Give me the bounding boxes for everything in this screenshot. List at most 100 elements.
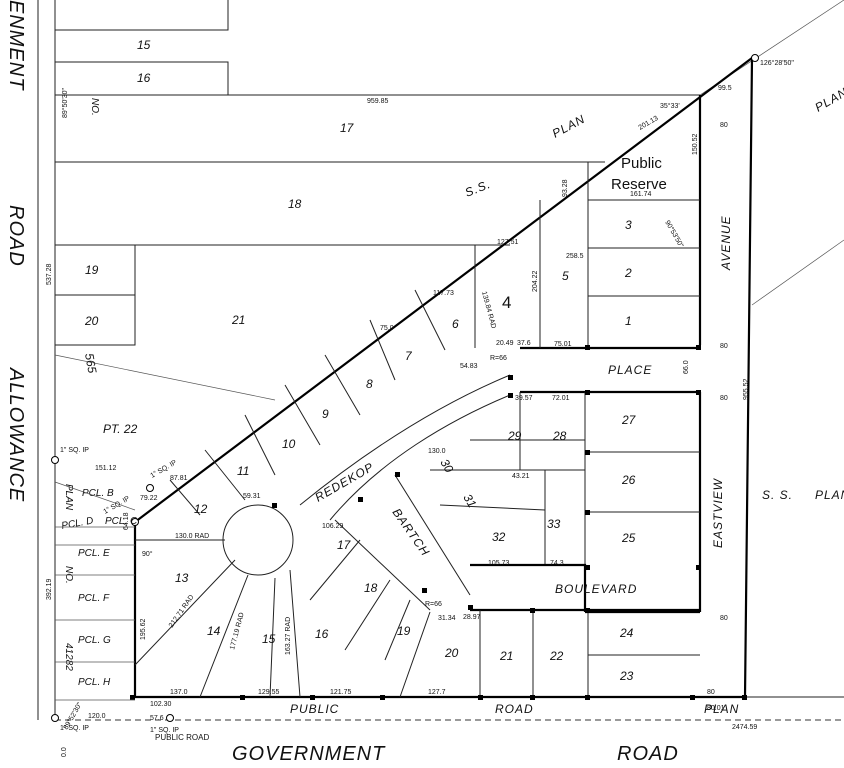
dim-75-0: 75.0 [380, 325, 394, 332]
outer-lot-19: 19 [85, 263, 99, 277]
dim-137-0: 137.0 [170, 689, 188, 696]
dim-75-01: 75.01 [554, 341, 572, 348]
lot-10: 10 [282, 437, 296, 451]
lot-26: 26 [621, 473, 636, 487]
lot16-outline [55, 61, 229, 95]
lot-33: 33 [547, 517, 561, 531]
dim-1sq-d: 1" SQ. IP [60, 725, 89, 732]
cul-de-sac [222, 504, 294, 576]
plan-bottom-label: PLAN [704, 702, 739, 716]
plan-ne-label: PLAN [813, 85, 844, 115]
west-allowance-label: ALLOWANCE [5, 367, 27, 502]
lot15-outline [55, 0, 229, 31]
dim-90-53: 90°53'50" [663, 219, 685, 249]
dim-28-97: 28.97 [463, 614, 481, 621]
lot-21: 21 [499, 649, 513, 663]
lot-30: 30 [437, 457, 456, 476]
dim-127-7: 127.7 [428, 689, 446, 696]
dim-87-81: 87.81 [170, 475, 188, 482]
ss-plan-diag-label: PLAN [550, 112, 588, 141]
dim-2474-59: 2474.59 [732, 724, 757, 731]
bartch-label: BARTCH [390, 506, 433, 559]
east-plan-line [751, 239, 844, 306]
subdivision-boundary [133, 55, 754, 699]
outer-lot-15: 15 [137, 38, 151, 52]
outer-lot-18: 18 [288, 197, 302, 211]
outer-lot-20: 20 [84, 314, 99, 328]
road-label: ROAD [495, 702, 534, 716]
lot-9: 9 [322, 407, 329, 421]
outer-lot-21: 21 [231, 313, 245, 327]
dim-74-3: 74.3 [550, 560, 564, 567]
redekop-north-curve [299, 374, 511, 506]
lot-7: 7 [405, 349, 413, 363]
parcel-h: PCL. H [78, 677, 111, 688]
parcel-plan: PLAN [63, 484, 74, 511]
place-label: PLACE [608, 363, 652, 377]
dim-31-34: 31.34 [438, 615, 456, 622]
dim-392-19: 392.19 [46, 578, 53, 600]
boulevard-label: BOULEVARD [555, 582, 637, 596]
dim-106-29: 106.29 [322, 523, 344, 530]
parcel-b: PCL. B [82, 488, 114, 499]
bartch-west-line [334, 519, 431, 611]
dim-127-51: 127.51 [497, 239, 519, 246]
dim-57-6: 57.6 [150, 715, 164, 722]
dim-537-28: 537.28 [46, 263, 53, 285]
dim-80-01: 80.01 [707, 705, 725, 712]
reserve-line2: Reserve [611, 176, 667, 193]
redekop-south-curve [329, 394, 511, 521]
lot-13: 13 [175, 571, 189, 585]
parcel-e: PCL. E [78, 548, 110, 559]
lots-20-24-lines [479, 610, 700, 697]
outer-lot-pt22: PT. 22 [103, 422, 138, 436]
ss-east-label: S. S. [762, 488, 793, 502]
lot-27: 27 [621, 413, 637, 427]
lot19-outline [55, 244, 136, 296]
dim-43-21: 43.21 [512, 473, 530, 480]
parcel-g: PCL. G [78, 635, 111, 646]
dim-212-71: 212.71 RAD [168, 594, 196, 629]
public-road-label: PUBLIC ROAD [155, 733, 209, 742]
dim-130-0: 130.0 [428, 448, 446, 455]
outer-no: NO. [89, 98, 100, 116]
lot-23: 23 [619, 669, 634, 683]
dim-150-52: 150.52 [692, 133, 699, 155]
eastview-label: EASTVIEW [711, 477, 725, 548]
government-road-label: GOVERNMENT [232, 743, 386, 765]
outer-lot-16: 16 [137, 71, 151, 85]
dim-129-55: 129.55 [258, 689, 280, 696]
lot-14: 14 [207, 624, 221, 638]
dim-59-31: 59.31 [243, 493, 261, 500]
dim-35-33: 35°33' [660, 102, 680, 110]
dim-126-28: 126°28'50" [760, 59, 794, 67]
lot-32: 32 [492, 530, 506, 544]
dim-163-27: 163.27 RAD [285, 617, 292, 655]
lot-31: 31 [460, 492, 479, 511]
lot-20: 20 [444, 646, 459, 660]
dim-80-d: 80 [720, 615, 728, 622]
dim-120-0: 120.0 [88, 713, 106, 720]
west-road-label: ROAD [5, 205, 27, 267]
dim-0-0: 0.0 [61, 747, 68, 757]
lot-25: 25 [621, 531, 636, 545]
lot-8: 8 [366, 377, 373, 391]
dim-105-73: 105.73 [488, 560, 510, 567]
dim-64-18: 64.18 [123, 512, 130, 530]
dim-139-84: 139.84 RAD [480, 291, 497, 330]
dim-117-73: 117.73 [433, 290, 454, 297]
dim-72-01: 72.01 [552, 395, 570, 402]
dim-80-a: 80 [720, 122, 728, 129]
dim-r66: R=66 [490, 355, 507, 362]
lot-12: 12 [194, 502, 208, 516]
reserve-line1: Public [621, 155, 662, 172]
dim-1sq-a: 1" SQ. IP [60, 447, 89, 454]
dim-79-22: 79.22 [140, 495, 158, 502]
lot-24: 24 [619, 626, 634, 640]
dim-93-28: 93.28 [562, 179, 569, 197]
lots-1-5-lines [474, 162, 700, 348]
lot-5: 5 [562, 269, 569, 283]
lot-22: 22 [549, 649, 564, 663]
block-marker-4: 4 [502, 293, 511, 312]
lot-16: 16 [315, 627, 329, 641]
